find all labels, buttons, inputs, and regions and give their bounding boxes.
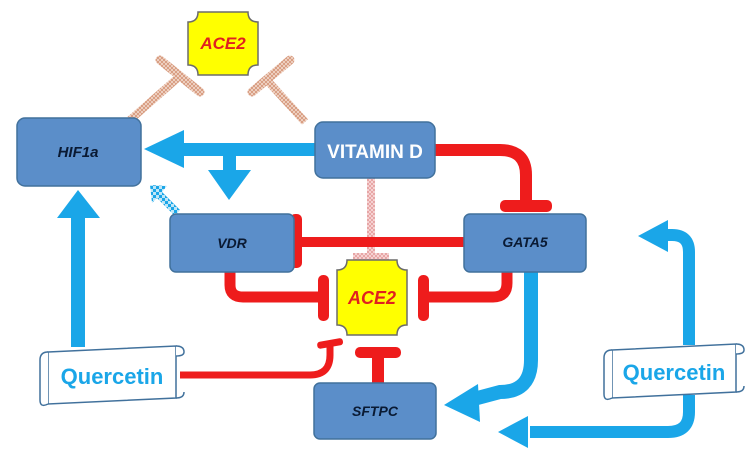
arrow-gata5-to-sftpc [444,272,538,422]
node-hif1a: HIF1a [16,117,142,187]
hif1a-label: HIF1a [58,144,99,161]
inhibition-quercetin-to-ace2 [180,338,344,379]
vitamin-d-label: VITAMIN D [327,142,423,163]
inhibition-vitd-to-gata5 [430,144,552,212]
scroll-quercetin-left: Quercetin [39,345,185,407]
hatched-inhibition-hif1a-ace2 [127,55,205,124]
node-gata5: GATA5 [463,213,587,273]
inhibition-gata5-to-ace2 [418,270,513,321]
node-sftpc: SFTPC [313,382,437,440]
checkered-arrow-vdr-to-hif1a [150,185,180,216]
node-vitamin-d: VITAMIN D [314,121,436,179]
ace2-center-label: ACE2 [347,288,396,308]
gata5-label: GATA5 [502,234,548,250]
node-vdr: VDR [169,213,295,273]
quercetin-left-label: Quercetin [61,364,164,389]
inhibition-vdr-to-ace2 [224,270,329,321]
quercetin-right-label: Quercetin [623,360,726,385]
hatched-inhibition-vitd-ace2-center [353,178,389,260]
arrow-quercetin-to-hif1a [57,190,100,347]
arrow-vitd-to-hif1a [144,130,320,168]
node-ace2-top: ACE2 [187,11,259,76]
sftpc-label: SFTPC [352,403,399,419]
arrow-vitd-to-vdr [208,150,251,200]
node-ace2-center: ACE2 [336,259,408,336]
vdr-label: VDR [217,235,247,251]
hatched-inhibition-vitd-ace2 [247,55,308,125]
ace2-top-label: ACE2 [199,34,246,53]
scroll-quercetin-right: Quercetin [603,343,745,401]
arrow-quercetin-right-loop [498,220,695,448]
inhibition-sftpc-to-ace2 [355,347,401,384]
